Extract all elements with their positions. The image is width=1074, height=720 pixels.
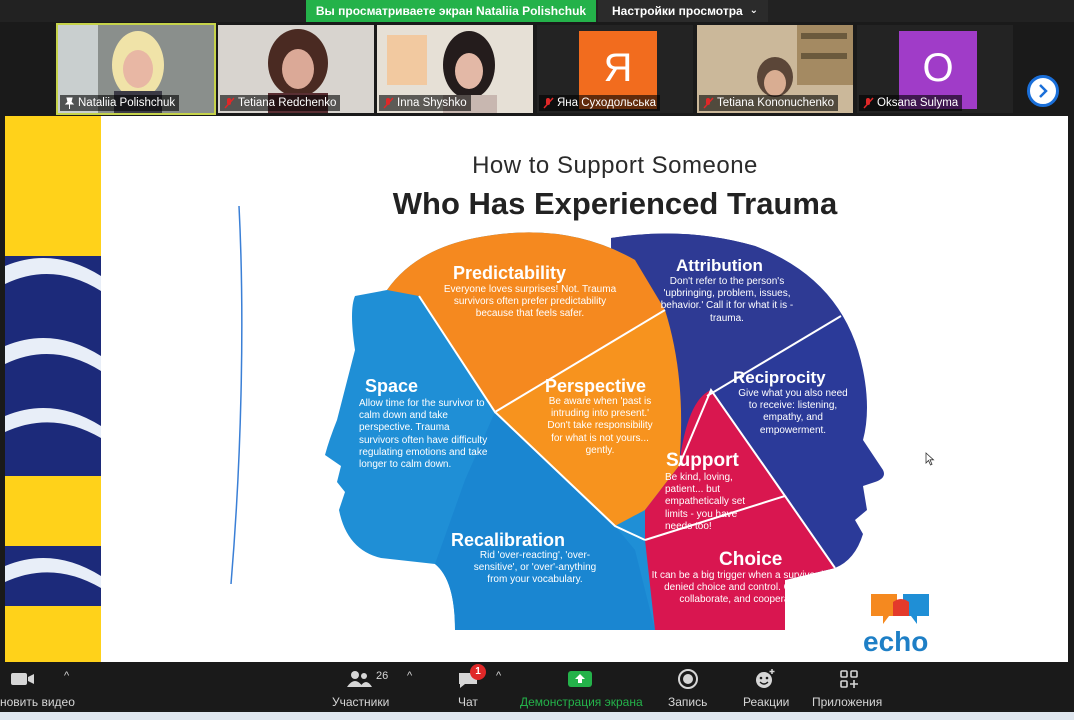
participant-strip: Nataliia Polishchuk Tetiana Redchenko	[0, 23, 1074, 115]
view-settings-button[interactable]: Настройки просмотра ⌄	[598, 0, 768, 22]
segment-predictability-shape	[387, 232, 665, 412]
segment-perspective-body: Be aware when 'past is intruding into pr…	[547, 396, 653, 456]
segment-predictability-heading: Predictability	[453, 263, 567, 283]
shared-screen: How to Support Someone Who Has Experienc…	[5, 116, 1068, 662]
chevron-right-icon	[1039, 84, 1048, 98]
participant-name-label: Oksana Sulyma	[859, 95, 963, 111]
participant-name: Oksana Sulyma	[877, 97, 959, 109]
video-options-caret[interactable]: ^	[64, 670, 70, 682]
segment-recalibration-shape	[435, 412, 655, 630]
participant-name-label: Inna Shyshko	[379, 95, 471, 111]
participant-name-label: Яна Суходольська	[539, 95, 661, 111]
record-label: Запись	[668, 695, 708, 709]
slide-title-line1: How to Support Someone	[472, 152, 758, 179]
participant-name: Nataliia Polishchuk	[78, 97, 176, 109]
slide-title-line2: Who Has Experienced Trauma	[392, 186, 838, 221]
participant-name-label: Nataliia Polishchuk	[60, 95, 180, 111]
segment-recalibration-body: Rid 'over-reacting', 'over-sensitive', o…	[473, 550, 597, 586]
segment-perspective-shape	[495, 310, 682, 526]
chat-unread-badge: 1	[470, 664, 486, 680]
apps-label: Приложения	[812, 695, 883, 709]
meeting-toolbar: новить видео ^ 26 Участники ^ 1 Чат ^ Де…	[0, 662, 1074, 712]
participant-tile[interactable]: Tetiana Kononuchenko	[697, 25, 853, 113]
segment-reciprocity-heading: Reciprocity	[733, 368, 826, 387]
share-notice: Вы просматриваете экран Nataliia Polishc…	[306, 0, 596, 22]
share-screen-label: Демонстрация экрана	[520, 695, 643, 709]
participant-name: Inna Shyshko	[397, 97, 467, 109]
segment-choice-body: It can be a big trigger when a survivor …	[651, 570, 829, 606]
apps-icon	[840, 670, 858, 688]
participants-options-caret[interactable]: ^	[407, 670, 413, 682]
participant-name-label: Tetiana Kononuchenko	[699, 95, 839, 111]
segment-reciprocity-body: Give what you also need to receive: list…	[738, 388, 848, 436]
participant-tile[interactable]: Я Яна Суходольська	[537, 25, 693, 113]
mic-muted-icon	[224, 97, 235, 109]
segment-perspective-heading: Perspective	[545, 376, 647, 396]
reactions-label: Реакции	[743, 695, 790, 709]
mouse-cursor-icon	[925, 452, 935, 466]
mic-muted-icon	[543, 97, 554, 109]
drawing-stroke	[230, 205, 243, 585]
participant-name: Яна Суходольська	[557, 97, 657, 109]
smiley-icon	[756, 669, 775, 688]
participant-tile[interactable]: Nataliia Polishchuk	[56, 23, 216, 115]
segment-predictability-body: Everyone loves surprises! Not. Trauma su…	[443, 284, 617, 320]
chat-options-caret[interactable]: ^	[496, 670, 502, 682]
view-settings-label: Настройки просмотра	[612, 4, 743, 18]
share-banner: Вы просматриваете экран Nataliia Polishc…	[0, 0, 1074, 22]
slide-side-decoration	[5, 116, 101, 662]
segment-support-body: Be kind, loving, patient... but empathet…	[665, 472, 746, 532]
chevron-down-icon: ⌄	[749, 5, 758, 16]
segment-attribution-heading: Attribution	[676, 256, 763, 275]
participant-tile[interactable]: O Oksana Sulyma	[857, 25, 1013, 113]
segment-space-heading: Space	[365, 376, 419, 396]
participant-name-label: Tetiana Redchenko	[220, 95, 341, 111]
segment-attribution-body: Don't refer to the person's 'upbringing,…	[660, 276, 794, 324]
mic-muted-icon	[863, 97, 874, 109]
next-participants-button[interactable]	[1027, 75, 1059, 107]
participant-video	[377, 25, 533, 113]
segment-recalibration-heading: Recalibration	[451, 530, 566, 550]
segment-space-body: Allow time for the survivor to calm down…	[359, 398, 488, 471]
participant-name: Tetiana Redchenko	[238, 97, 337, 109]
video-camera-icon	[11, 673, 34, 685]
mic-muted-icon	[383, 97, 394, 109]
segment-support-shape	[645, 390, 785, 540]
trauma-head-infographic	[325, 232, 884, 630]
os-taskbar	[0, 712, 1074, 720]
slide-copyright: ©2018 Echo	[590, 636, 640, 646]
chat-label: Чат	[458, 695, 478, 709]
participant-tile[interactable]: Inna Shyshko	[377, 25, 533, 113]
participants-label: Участники	[332, 695, 390, 709]
segment-choice-heading: Choice	[719, 549, 783, 570]
echo-logo-text: echo	[863, 626, 929, 657]
participants-count: 26	[376, 670, 389, 682]
share-screen-icon	[568, 671, 592, 687]
start-video-label: новить видео	[0, 695, 75, 709]
participants-icon	[347, 671, 372, 687]
pin-icon	[64, 97, 75, 109]
participant-name: Tetiana Kononuchenko	[717, 97, 835, 109]
record-icon	[678, 669, 698, 689]
segment-choice-shape	[645, 496, 835, 630]
participant-tile[interactable]: Tetiana Redchenko	[218, 25, 374, 113]
segment-support-heading: Support	[666, 450, 739, 471]
mic-muted-icon	[703, 97, 714, 109]
echo-logo-icon	[871, 594, 929, 624]
